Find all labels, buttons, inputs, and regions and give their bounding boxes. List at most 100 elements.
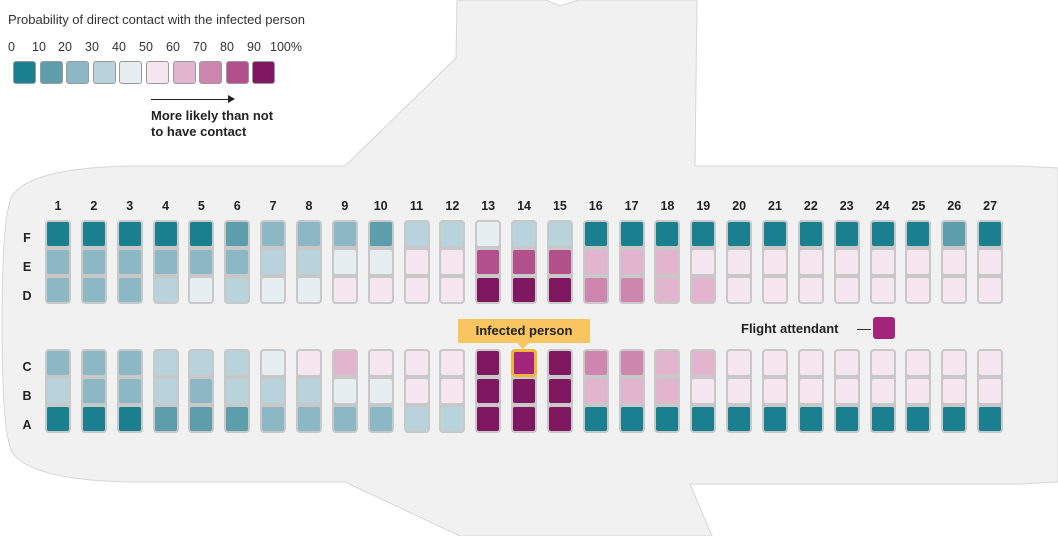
seat-9e xyxy=(333,250,356,274)
seat-25d xyxy=(907,278,930,302)
seat-14c xyxy=(513,351,536,375)
seat-23f xyxy=(835,222,858,246)
seat-block xyxy=(295,349,322,433)
seat-6a xyxy=(226,407,249,431)
seat-27a xyxy=(979,407,1002,431)
seat-9a xyxy=(333,407,356,431)
seat-13d xyxy=(477,278,500,302)
seat-3b xyxy=(118,379,141,403)
more-likely-line-2: to have contact xyxy=(151,124,247,139)
seat-19f xyxy=(692,222,715,246)
column-number: 24 xyxy=(875,199,890,213)
seat-24c xyxy=(871,351,894,375)
seat-20f xyxy=(728,222,751,246)
column-number: 22 xyxy=(803,199,818,213)
seat-19b xyxy=(692,379,715,403)
seat-8c xyxy=(297,351,320,375)
seat-13f xyxy=(477,222,500,246)
infected-person-label: Infected person xyxy=(458,319,590,343)
seat-10a xyxy=(369,407,392,431)
seat-8a xyxy=(297,407,320,431)
seat-17f xyxy=(620,222,643,246)
seat-block xyxy=(618,220,645,304)
legend-tick: 0 xyxy=(8,40,15,54)
seat-block xyxy=(690,220,717,304)
seat-9b xyxy=(333,379,356,403)
more-likely-label: More likely than not to have contact xyxy=(151,108,273,140)
seat-3a xyxy=(118,407,141,431)
seat-18d xyxy=(656,278,679,302)
seat-19c xyxy=(692,351,715,375)
seat-24f xyxy=(871,222,894,246)
seat-block xyxy=(511,349,538,433)
seat-24d xyxy=(871,278,894,302)
seat-3d xyxy=(118,278,141,302)
seat-4f xyxy=(154,222,177,246)
legend-swatches xyxy=(13,61,279,84)
flight-attendant-label: Flight attendant xyxy=(741,321,839,336)
seat-27e xyxy=(979,250,1002,274)
seat-26a xyxy=(943,407,966,431)
seat-2f xyxy=(82,222,105,246)
seat-7e xyxy=(262,250,285,274)
seat-20d xyxy=(728,278,751,302)
seat-block xyxy=(618,349,645,433)
seat-block xyxy=(690,349,717,433)
seat-2a xyxy=(82,407,105,431)
seat-1f xyxy=(47,222,69,246)
seat-17a xyxy=(620,407,643,431)
seat-2c xyxy=(82,351,105,375)
seat-block xyxy=(511,220,538,304)
seat-1d xyxy=(47,278,69,302)
seat-11a xyxy=(405,407,428,431)
seat-2d xyxy=(82,278,105,302)
legend-swatch xyxy=(225,61,249,84)
seat-17e xyxy=(620,250,643,274)
seat-block xyxy=(188,349,215,433)
seat-20c xyxy=(728,351,751,375)
seat-block xyxy=(116,220,143,304)
seat-4e xyxy=(154,250,177,274)
seat-17b xyxy=(620,379,643,403)
column-number: 11 xyxy=(409,199,424,213)
seat-8d xyxy=(297,278,320,302)
seat-7b xyxy=(262,379,285,403)
seat-12b xyxy=(441,379,464,403)
seat-9f xyxy=(333,222,356,246)
seat-block xyxy=(152,220,179,304)
seat-11e xyxy=(405,250,428,274)
seat-10d xyxy=(369,278,392,302)
seat-6c xyxy=(226,351,249,375)
seat-6e xyxy=(226,250,249,274)
seat-18b xyxy=(656,379,679,403)
seat-16c xyxy=(584,351,607,375)
seat-24a xyxy=(871,407,894,431)
seat-21d xyxy=(764,278,786,302)
legend-tick: 10 xyxy=(32,40,46,54)
seat-23d xyxy=(835,278,858,302)
seat-3f xyxy=(118,222,141,246)
legend-swatch xyxy=(66,61,90,84)
seat-12a xyxy=(441,407,464,431)
seat-14e xyxy=(513,250,536,274)
seat-block xyxy=(403,349,430,433)
legend-tick: 50 xyxy=(139,40,153,54)
legend-tick: 30 xyxy=(85,40,99,54)
seat-2e xyxy=(82,250,105,274)
legend-swatch xyxy=(13,61,36,84)
seat-11f xyxy=(405,222,428,246)
legend-swatch xyxy=(199,61,223,84)
seat-block xyxy=(45,220,71,304)
seat-14b xyxy=(513,379,536,403)
seat-block xyxy=(654,349,681,433)
seat-1a xyxy=(47,407,69,431)
seat-4a xyxy=(154,407,177,431)
legend-tick: 80 xyxy=(220,40,234,54)
row-letter-d: D xyxy=(22,289,32,303)
seat-8e xyxy=(297,250,320,274)
legend-swatch xyxy=(119,61,143,84)
seat-9d xyxy=(333,278,356,302)
seat-22a xyxy=(799,407,822,431)
row-letter-f: F xyxy=(23,231,31,245)
row-letter-a: A xyxy=(22,418,32,432)
